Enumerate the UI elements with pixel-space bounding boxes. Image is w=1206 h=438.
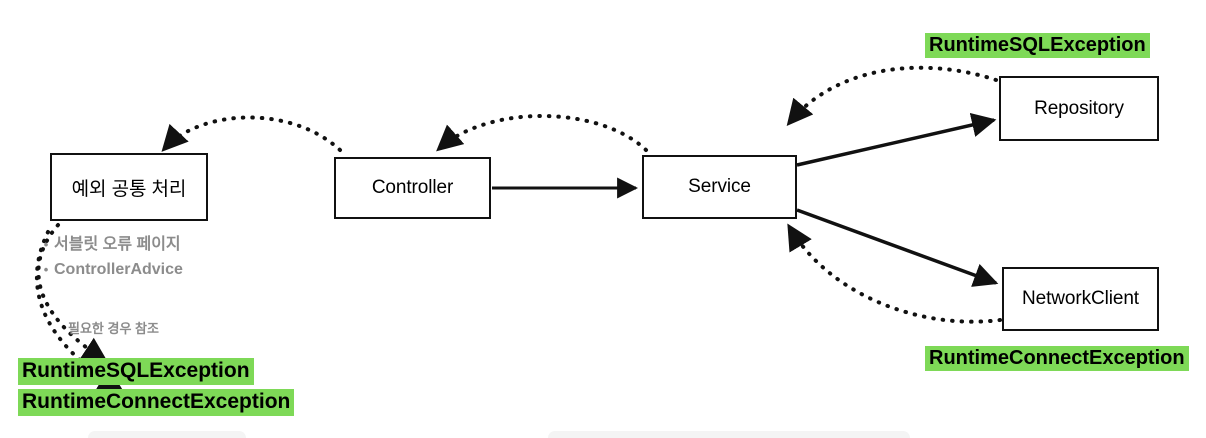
edge-service-to-networkclient <box>796 208 999 287</box>
list-item-servlet-error-page: • 서블릿 오류 페이지 <box>38 233 183 258</box>
tag-networkclient-exception: RuntimeConnectException <box>925 346 1189 372</box>
node-repository[interactable]: Repository <box>999 76 1159 141</box>
list-item-servlet-error-page-label: 서블릿 오류 페이지 <box>54 236 181 253</box>
node-service-label: Service <box>688 176 751 197</box>
node-repository-label: Repository <box>1034 97 1124 119</box>
edge-service-to-controller <box>436 114 648 152</box>
bullet-icon: • <box>43 237 49 252</box>
handler-notes-list: • 서블릿 오류 페이지 • ControllerAdvice <box>38 233 183 283</box>
caption-reference-when-needed: 필요한 경우 참조 <box>68 321 159 336</box>
node-service[interactable]: Service <box>642 155 797 219</box>
node-exception-common-handler[interactable]: 예외 공통 처리 <box>50 153 208 221</box>
bullet-icon: • <box>43 261 49 277</box>
edge-repository-to-service <box>786 65 998 126</box>
edge-service-to-repository <box>796 112 997 167</box>
edge-controller-to-handler <box>161 115 342 152</box>
node-controller[interactable]: Controller <box>334 157 491 219</box>
tag-repository-exception: RuntimeSQLException <box>925 33 1150 59</box>
tag-handler-sql-exception: RuntimeSQLException <box>18 358 254 385</box>
node-exception-common-handler-label: 예외 공통 처리 <box>71 178 187 200</box>
edge-networkclient-to-service <box>787 223 1002 324</box>
tag-handler-connect-exception: RuntimeConnectException <box>18 389 295 416</box>
list-item-controller-advice: • ControllerAdvice <box>38 258 183 283</box>
list-item-controller-advice-label: ControllerAdvice <box>54 260 183 278</box>
node-network-client[interactable]: NetworkClient <box>1002 267 1159 331</box>
ghost-card-left <box>88 431 246 438</box>
ghost-card-right <box>548 431 910 438</box>
node-controller-label: Controller <box>371 177 454 198</box>
node-network-client-label: NetworkClient <box>1022 288 1139 309</box>
